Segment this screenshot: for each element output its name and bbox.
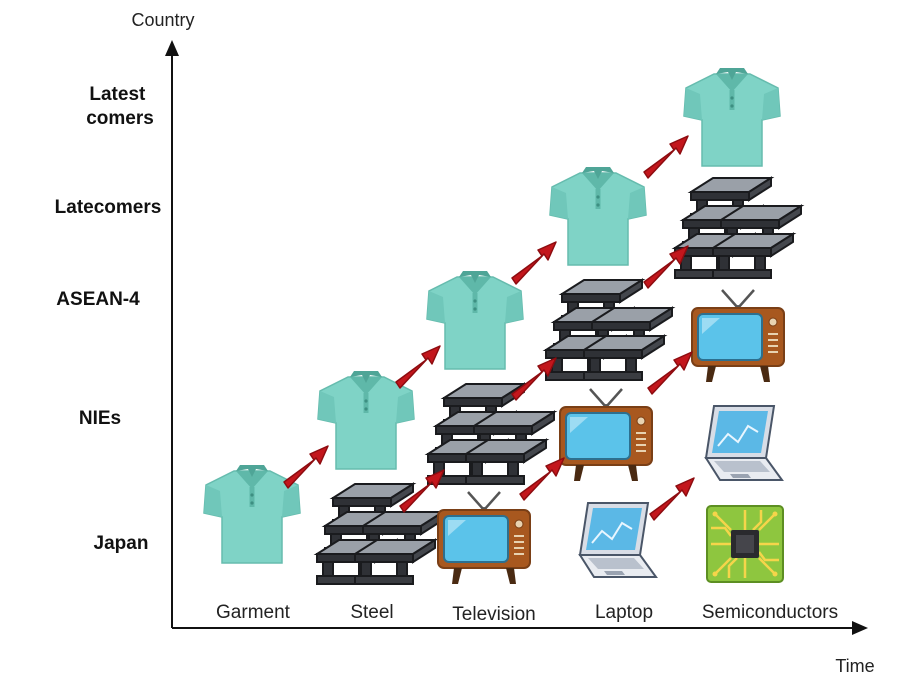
shirt-icon: [549, 166, 647, 266]
x-axis-arrowhead: [852, 621, 868, 635]
country-label-latecomers: Latecomers: [55, 197, 162, 218]
shirt-icon: [683, 67, 781, 167]
progression-arrow: [519, 457, 565, 501]
progression-arrow: [283, 445, 329, 489]
country-label-nies: NIEs: [79, 408, 121, 429]
progression-arrow: [511, 241, 557, 285]
industry-label-semiconductors: Semiconductors: [702, 602, 838, 623]
progression-arrow: [643, 135, 689, 179]
country-label-japan: Japan: [94, 533, 149, 554]
shirt-icon: [426, 270, 524, 370]
television-icon: [436, 490, 532, 586]
television-icon: [558, 387, 654, 483]
y-axis-title: Country: [131, 10, 194, 30]
shirt-icon: [203, 464, 301, 564]
country-label-latest-comers: Latest comers: [86, 84, 154, 129]
laptop-icon: [705, 405, 783, 481]
television-icon: [690, 288, 786, 384]
steel-beams-icon: [675, 178, 801, 278]
industry-label-steel: Steel: [350, 602, 393, 623]
industry-label-laptop: Laptop: [595, 602, 653, 623]
steel-beams-icon: [428, 384, 554, 484]
x-axis-title: Time: [835, 656, 874, 676]
industry-label-garment: Garment: [216, 602, 291, 623]
steel-beams-icon: [546, 280, 672, 380]
progression-arrow: [647, 351, 693, 395]
country-label-asean-4: ASEAN-4: [56, 289, 140, 310]
progression-arrow: [649, 477, 695, 521]
industry-label-television: Television: [452, 604, 535, 625]
progression-arrow: [395, 345, 441, 389]
y-axis-arrowhead: [165, 40, 179, 56]
chip-icon: [705, 504, 785, 584]
laptop-icon: [579, 502, 657, 578]
steel-beams-icon: [317, 484, 443, 584]
